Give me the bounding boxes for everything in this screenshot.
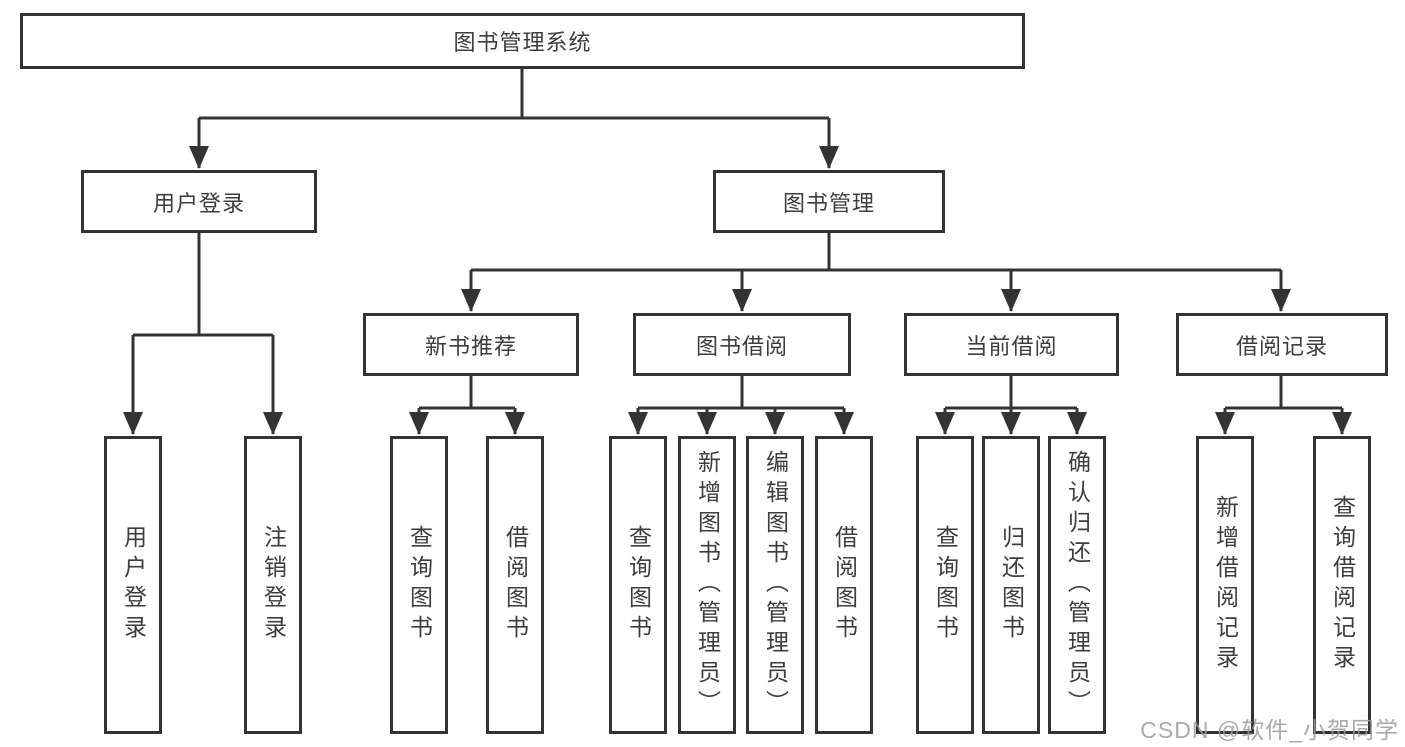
node-book-management: 图书管理	[713, 170, 945, 233]
node-label: 查询借阅记录	[1329, 495, 1356, 675]
node-return-books: 归还图书	[982, 436, 1040, 734]
node-add-borrowing-record: 新增借阅记录	[1196, 436, 1254, 734]
node-new-book-recommendation: 新书推荐	[363, 313, 579, 376]
node-label: 查询图书	[932, 525, 959, 645]
node-label: 注销登录	[260, 525, 287, 645]
node-library-management-system: 图书管理系统	[20, 13, 1025, 69]
node-label: 用户登录	[120, 525, 147, 645]
node-query-books-recommend: 查询图书	[390, 436, 448, 734]
node-add-book-admin: 新增图书（管理员）	[678, 436, 736, 734]
node-label: 查询图书	[406, 525, 433, 645]
node-label: 编辑图书（管理员）	[762, 450, 789, 720]
node-borrowing-records: 借阅记录	[1176, 313, 1388, 376]
node-label: 借阅图书	[502, 525, 529, 645]
node-label: 借阅图书	[831, 525, 858, 645]
node-logout-action: 注销登录	[244, 436, 302, 734]
node-label: 新增图书（管理员）	[694, 450, 721, 720]
node-edit-book-admin: 编辑图书（管理员）	[746, 436, 804, 734]
node-query-books-current: 查询图书	[916, 436, 974, 734]
watermark: CSDN @软件_小贺同学	[1140, 717, 1399, 743]
node-query-books-borrowing: 查询图书	[609, 436, 667, 734]
node-user-login-action: 用户登录	[104, 436, 162, 734]
node-label: 归还图书	[998, 525, 1025, 645]
node-borrow-books-borrowing: 借阅图书	[815, 436, 873, 734]
node-borrow-books-recommend: 借阅图书	[486, 436, 544, 734]
node-label: 新增借阅记录	[1212, 495, 1239, 675]
node-query-borrowing-record: 查询借阅记录	[1313, 436, 1371, 734]
node-label: 查询图书	[625, 525, 652, 645]
node-current-borrowing: 当前借阅	[904, 313, 1119, 376]
node-user-login: 用户登录	[81, 170, 317, 233]
node-label: 确认归还（管理员）	[1064, 450, 1091, 720]
node-book-borrowing: 图书借阅	[633, 313, 851, 376]
node-confirm-return-admin: 确认归还（管理员）	[1048, 436, 1106, 734]
